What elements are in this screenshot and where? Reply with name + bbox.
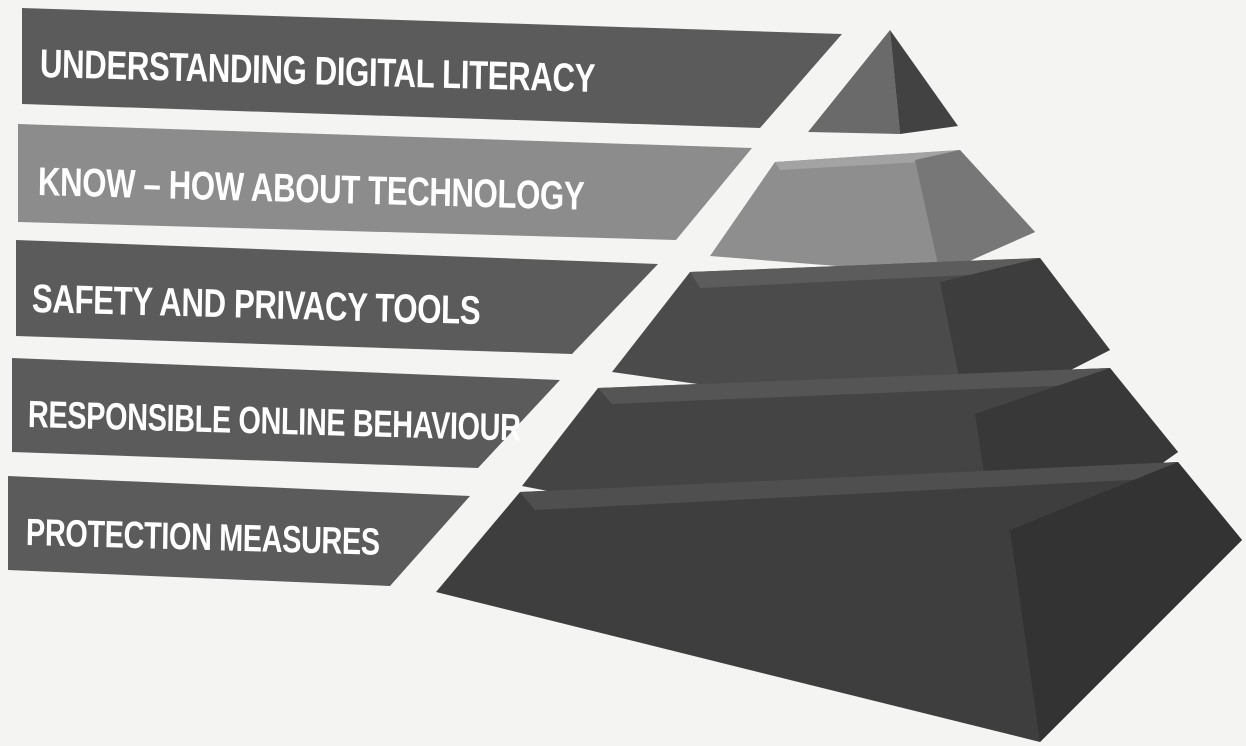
band-level-2	[18, 124, 752, 240]
pyramid-level-1	[808, 30, 958, 134]
pyramid-level-5	[436, 462, 1242, 742]
pyramid-level-2	[710, 150, 1035, 274]
band-level-4	[12, 358, 560, 468]
level-label-protection-measures: PROTECTION MEASURES	[25, 512, 381, 564]
band-level-1	[22, 8, 842, 128]
band-level-5	[8, 476, 470, 586]
band-level-3	[16, 240, 658, 354]
